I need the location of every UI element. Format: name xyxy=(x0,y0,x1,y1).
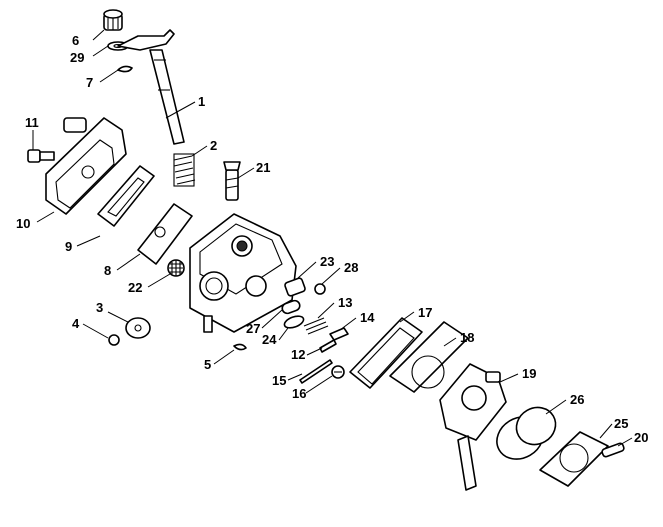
callout-29: 29 xyxy=(70,50,84,65)
part-28-nut xyxy=(314,283,326,295)
callout-10: 10 xyxy=(16,216,30,231)
part-19-pump-cover xyxy=(439,363,507,491)
callout-3: 3 xyxy=(96,300,103,315)
callout-12: 12 xyxy=(291,347,305,362)
callout-22: 22 xyxy=(128,280,142,295)
part-7-e-clip xyxy=(117,65,133,73)
callout-11: 11 xyxy=(25,115,39,130)
leader-lines xyxy=(32,29,633,447)
callout-25: 25 xyxy=(614,416,628,431)
callout-13: 13 xyxy=(338,295,352,310)
callout-5: 5 xyxy=(204,357,211,372)
part-10-carburetor-cover xyxy=(45,117,127,215)
callout-2: 2 xyxy=(210,138,217,153)
callout-18: 18 xyxy=(460,330,474,345)
part-14-lever xyxy=(329,327,349,341)
part-carburetor-body xyxy=(189,213,297,333)
part-27-seal xyxy=(281,299,301,315)
part-15-pin xyxy=(299,359,333,384)
part-2-spring xyxy=(173,153,196,187)
part-6-cap-nut xyxy=(103,9,123,31)
part-3-throttle-plate xyxy=(125,317,151,339)
callout-20: 20 xyxy=(634,430,648,445)
part-17-gasket xyxy=(349,317,423,389)
callout-6: 6 xyxy=(72,33,79,48)
callout-27: 27 xyxy=(246,321,260,336)
part-16-screw xyxy=(331,365,345,379)
callout-26: 26 xyxy=(570,392,584,407)
part-20-screw xyxy=(601,442,625,458)
part-12-needle xyxy=(319,339,337,353)
callout-15: 15 xyxy=(272,373,286,388)
callout-24: 24 xyxy=(262,332,277,347)
part-26-primer-bulb xyxy=(496,406,557,460)
callout-17: 17 xyxy=(418,305,432,320)
part-22-strainer xyxy=(167,259,185,277)
part-18-pump-diaphragm xyxy=(389,321,469,393)
callout-4: 4 xyxy=(72,316,80,331)
callout-1: 1 xyxy=(198,94,205,109)
callout-8: 8 xyxy=(104,263,111,278)
part-21-adjusting-screw xyxy=(223,161,241,201)
part-25-retainer-plate xyxy=(539,431,609,487)
callout-19: 19 xyxy=(522,366,536,381)
part-1-throttle-shaft xyxy=(117,29,185,145)
callout-labels: 6 29 7 1 11 2 21 10 9 8 22 23 28 3 13 14… xyxy=(16,33,648,445)
callout-23: 23 xyxy=(320,254,334,269)
part-11-screw xyxy=(27,149,55,163)
callout-28: 28 xyxy=(344,260,358,275)
callout-7: 7 xyxy=(86,75,93,90)
part-9-gasket xyxy=(97,165,155,227)
part-24-ring xyxy=(283,315,305,329)
callout-9: 9 xyxy=(65,239,72,254)
part-13-spring xyxy=(303,317,329,335)
callout-21: 21 xyxy=(256,160,270,175)
part-4-screw xyxy=(108,334,120,346)
callout-16: 16 xyxy=(292,386,306,401)
part-5-clip xyxy=(233,343,247,351)
part-23-sleeve xyxy=(284,277,306,297)
callout-14: 14 xyxy=(360,310,375,325)
part-8-metering-diaphragm xyxy=(137,203,193,265)
